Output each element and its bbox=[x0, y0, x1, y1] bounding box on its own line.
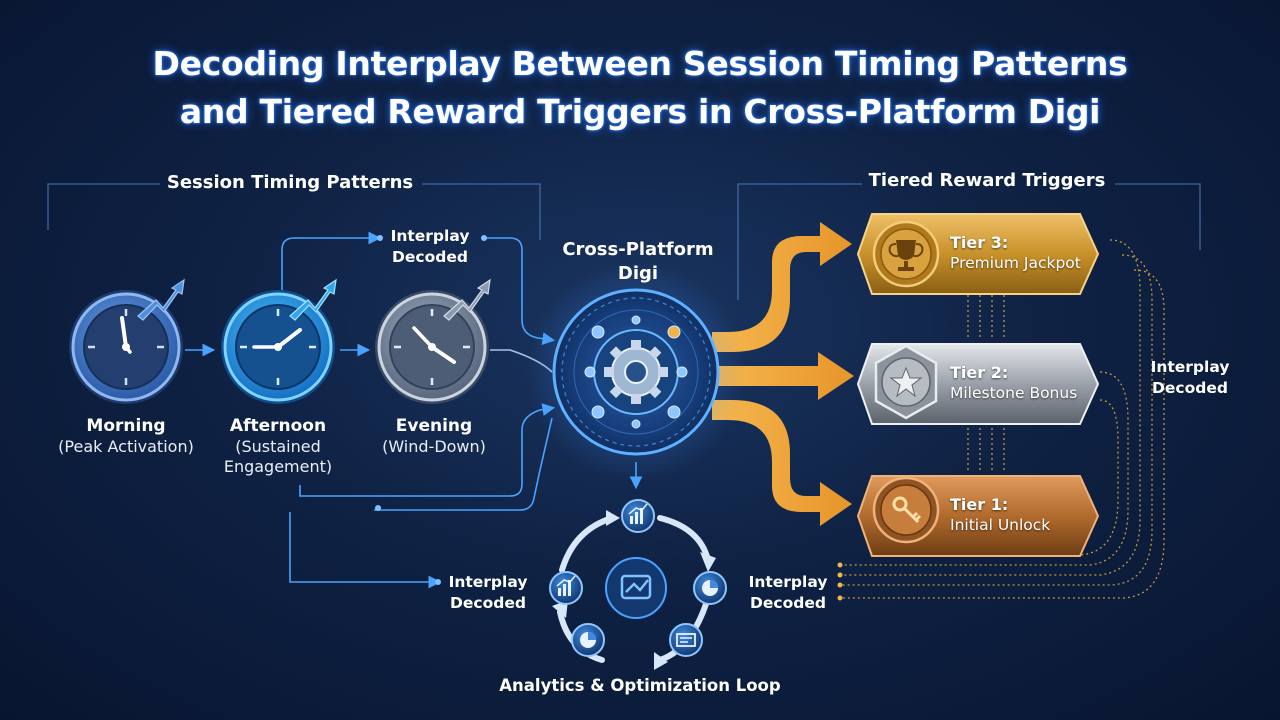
timing-sub: (Wind-Down) bbox=[382, 437, 486, 456]
page-title: Decoding Interplay Between Session Timin… bbox=[0, 40, 1280, 136]
timing-sub: (Peak Activation) bbox=[58, 437, 194, 456]
sync-icon bbox=[620, 574, 652, 600]
timing-label-evening: Evening (Wind-Down) bbox=[344, 416, 524, 457]
trend-up-arrow-icon bbox=[289, 278, 337, 321]
page-title-line-2: and Tiered Reward Triggers in Cross-Plat… bbox=[179, 92, 1101, 131]
tier-name: Premium Jackpot bbox=[950, 254, 1081, 272]
tier-1-badge[interactable] bbox=[856, 475, 1100, 557]
interplay-line-1: Interplay bbox=[1150, 358, 1230, 376]
tier-1-label: Tier 1: Initial Unlock bbox=[950, 494, 1050, 536]
gold-dots bbox=[837, 562, 843, 601]
tier-title: Tier 2: bbox=[950, 363, 1009, 382]
interplay-line-1: Interplay bbox=[390, 227, 470, 245]
page-title-line-1: Decoding Interplay Between Session Timin… bbox=[152, 44, 1128, 83]
analytics-loop-label: Analytics & Optimization Loop bbox=[499, 676, 781, 695]
tier-name: Milestone Bonus bbox=[950, 384, 1078, 402]
tier-title: Tier 1: bbox=[950, 495, 1009, 514]
tier-title: Tier 3: bbox=[950, 233, 1009, 252]
bar-chart-icon bbox=[621, 499, 655, 533]
reward-arrows bbox=[712, 222, 854, 526]
timing-name: Morning bbox=[86, 416, 166, 436]
analytics-loop bbox=[549, 499, 727, 670]
interplay-line-2: Decoded bbox=[750, 594, 826, 612]
interplay-line-1: Interplay bbox=[748, 573, 828, 591]
interplay-line-2: Decoded bbox=[450, 594, 526, 612]
tier-3-badge[interactable] bbox=[856, 213, 1100, 295]
afternoon-clock bbox=[221, 278, 337, 404]
section-title-tiered-rewards: Tiered Reward Triggers bbox=[868, 170, 1106, 191]
evening-clock bbox=[375, 278, 491, 404]
connector-dots bbox=[375, 235, 487, 585]
key-icon bbox=[892, 496, 922, 524]
gold-circuit-lines bbox=[840, 239, 1165, 599]
section-bracket-left bbox=[47, 183, 541, 240]
timing-label-afternoon: Afternoon (Sustained Engagement) bbox=[188, 416, 368, 477]
arrow-to-tier-2 bbox=[712, 352, 854, 400]
timing-name: Afternoon bbox=[229, 416, 327, 436]
interplay-label-top: Interplay Decoded bbox=[380, 226, 480, 268]
trophy-icon bbox=[888, 240, 924, 271]
pie-chart-icon-2 bbox=[571, 623, 605, 657]
tier-3-label: Tier 3: Premium Jackpot bbox=[950, 232, 1081, 274]
interplay-line-2: Decoded bbox=[392, 248, 468, 266]
tier-name: Initial Unlock bbox=[950, 516, 1051, 534]
cross-platform-hub[interactable] bbox=[526, 262, 746, 482]
hub-label-line-1: Cross-Platform bbox=[562, 239, 714, 260]
timing-sub: (Sustained bbox=[235, 437, 321, 456]
star-icon bbox=[889, 366, 923, 398]
trend-up-arrow-icon bbox=[443, 278, 491, 321]
report-icon bbox=[669, 623, 703, 657]
timing-label-morning: Morning (Peak Activation) bbox=[36, 416, 216, 457]
tier-2-label: Tier 2: Milestone Bonus bbox=[950, 362, 1077, 404]
section-bracket-right bbox=[737, 183, 1201, 300]
interplay-line-2: Decoded bbox=[1152, 379, 1228, 397]
tier-2-badge[interactable] bbox=[856, 343, 1100, 425]
hub-label: Cross-Platform Digi bbox=[548, 238, 728, 286]
interplay-label-bottom-left: Interplay Decoded bbox=[438, 572, 538, 614]
hub-label-line-2: Digi bbox=[617, 263, 659, 284]
interplay-line-1: Interplay bbox=[448, 573, 528, 591]
morning-clock bbox=[69, 278, 185, 404]
timing-sub-2: Engagement) bbox=[223, 457, 333, 476]
trend-chart-icon bbox=[549, 571, 583, 605]
trend-up-arrow-icon bbox=[137, 278, 185, 321]
arrow-to-tier-3 bbox=[712, 222, 852, 352]
interplay-label-right: Interplay Decoded bbox=[1140, 357, 1240, 399]
timing-name: Evening bbox=[395, 416, 473, 436]
interplay-label-bottom-right: Interplay Decoded bbox=[738, 572, 838, 614]
arrow-to-tier-1 bbox=[712, 400, 852, 526]
pie-chart-icon bbox=[693, 571, 727, 605]
section-title-session-timing: Session Timing Patterns bbox=[166, 172, 414, 193]
